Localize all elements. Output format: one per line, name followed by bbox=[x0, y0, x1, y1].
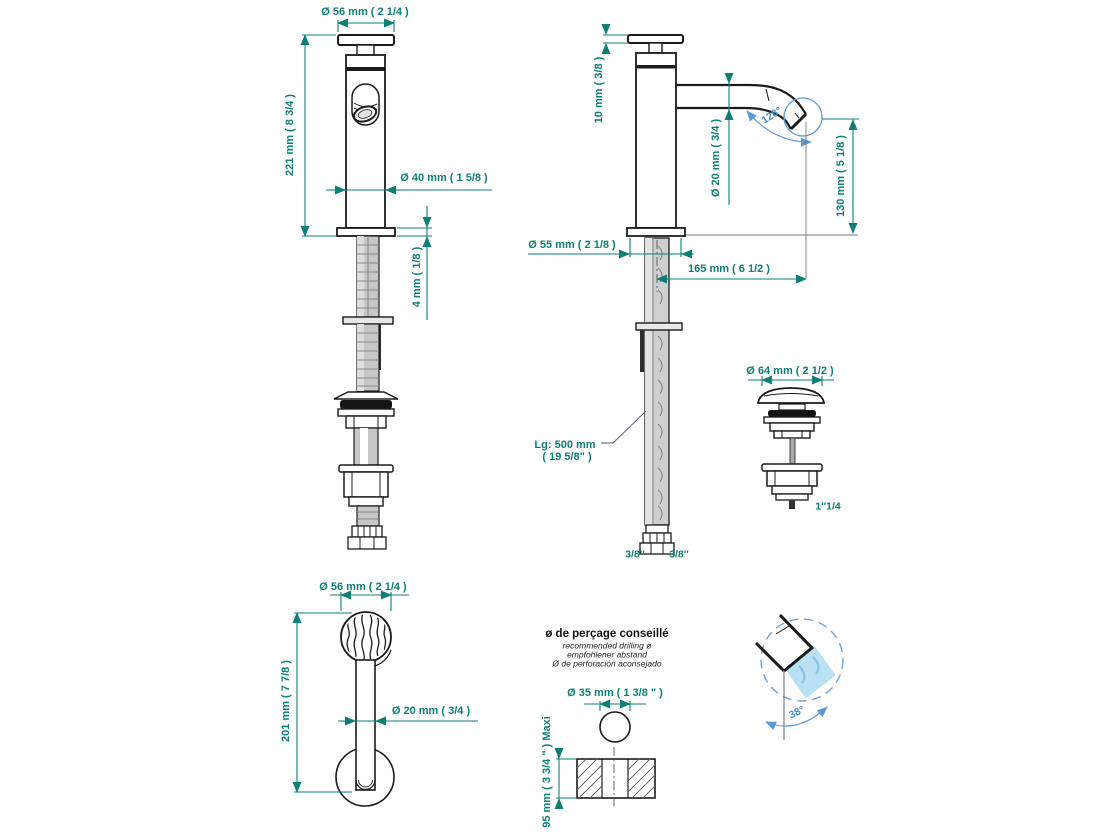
hose-length-dim-line2: ( 19 5/8" ) bbox=[542, 451, 592, 464]
drilling-hole-diameter-dim: Ø 35 mm ( 1 3/8 " ) bbox=[567, 687, 663, 700]
top-reach-dim: 201 mm ( 7 7/8 ) bbox=[280, 660, 293, 742]
front-view-dimensions bbox=[300, 18, 492, 320]
front-total-height-dim: 221 mm ( 8 3/4 ) bbox=[284, 94, 297, 176]
front-handle-diameter-dim: Ø 56 mm ( 2 1/4 ) bbox=[321, 6, 409, 19]
drilling-template bbox=[576, 711, 656, 806]
side-base-diameter-dim: Ø 55 mm ( 2 1/8 ) bbox=[528, 239, 616, 252]
front-body-diameter-dim: Ø 40 mm ( 1 5/8 ) bbox=[400, 172, 488, 185]
drilling-max-thickness-dim: 95 mm ( 3 3/4 " ) Maxi bbox=[541, 716, 554, 828]
drain-assembly bbox=[756, 387, 826, 509]
side-outlet-height-dim: 130 mm ( 5 1/8 ) bbox=[835, 135, 848, 217]
side-view-dimensions bbox=[528, 24, 859, 444]
top-handle-diameter-dim: Ø 56 mm ( 2 1/4 ) bbox=[319, 581, 407, 594]
spray-angle-detail bbox=[754, 613, 844, 740]
drain-diameter-dim: Ø 64 mm ( 2 1/2 ) bbox=[746, 365, 834, 378]
hose-right-thread-label: 3/8'' bbox=[669, 548, 689, 561]
top-spout-diameter-dim: Ø 20 mm ( 3/4 ) bbox=[391, 705, 471, 718]
side-handle-thickness-dim: 10 mm ( 3/8 ) bbox=[593, 56, 606, 124]
drilling-subtitle-en: recommended drilling ø bbox=[562, 640, 652, 651]
drilling-dimensions bbox=[554, 699, 646, 809]
side-view-detail-circle bbox=[746, 97, 823, 147]
top-view-body bbox=[335, 611, 395, 807]
top-view-dimensions bbox=[292, 590, 478, 793]
front-view-body bbox=[333, 34, 399, 550]
side-view-body bbox=[626, 34, 808, 555]
drilling-subtitle-es: Ø de perforación aconsejado bbox=[552, 658, 662, 669]
drain-thread-label: 1''1/4 bbox=[815, 500, 841, 513]
side-spout-reach-dim: 165 mm ( 6 1/2 ) bbox=[688, 263, 770, 276]
hose-left-thread-label: 3/8'' bbox=[625, 548, 645, 561]
side-spout-diameter-dim: Ø 20 mm ( 3/4 ) bbox=[710, 118, 723, 198]
front-base-thickness-dim: 4 mm ( 1/8 ) bbox=[411, 246, 424, 308]
drilling-subtitle-de: empfohlener abstand bbox=[567, 649, 647, 660]
drain-dimensions bbox=[748, 375, 834, 386]
drilling-title: ø de perçage conseillé bbox=[545, 627, 669, 640]
hose-length-dim-line1: Lg: 500 mm bbox=[534, 439, 596, 452]
